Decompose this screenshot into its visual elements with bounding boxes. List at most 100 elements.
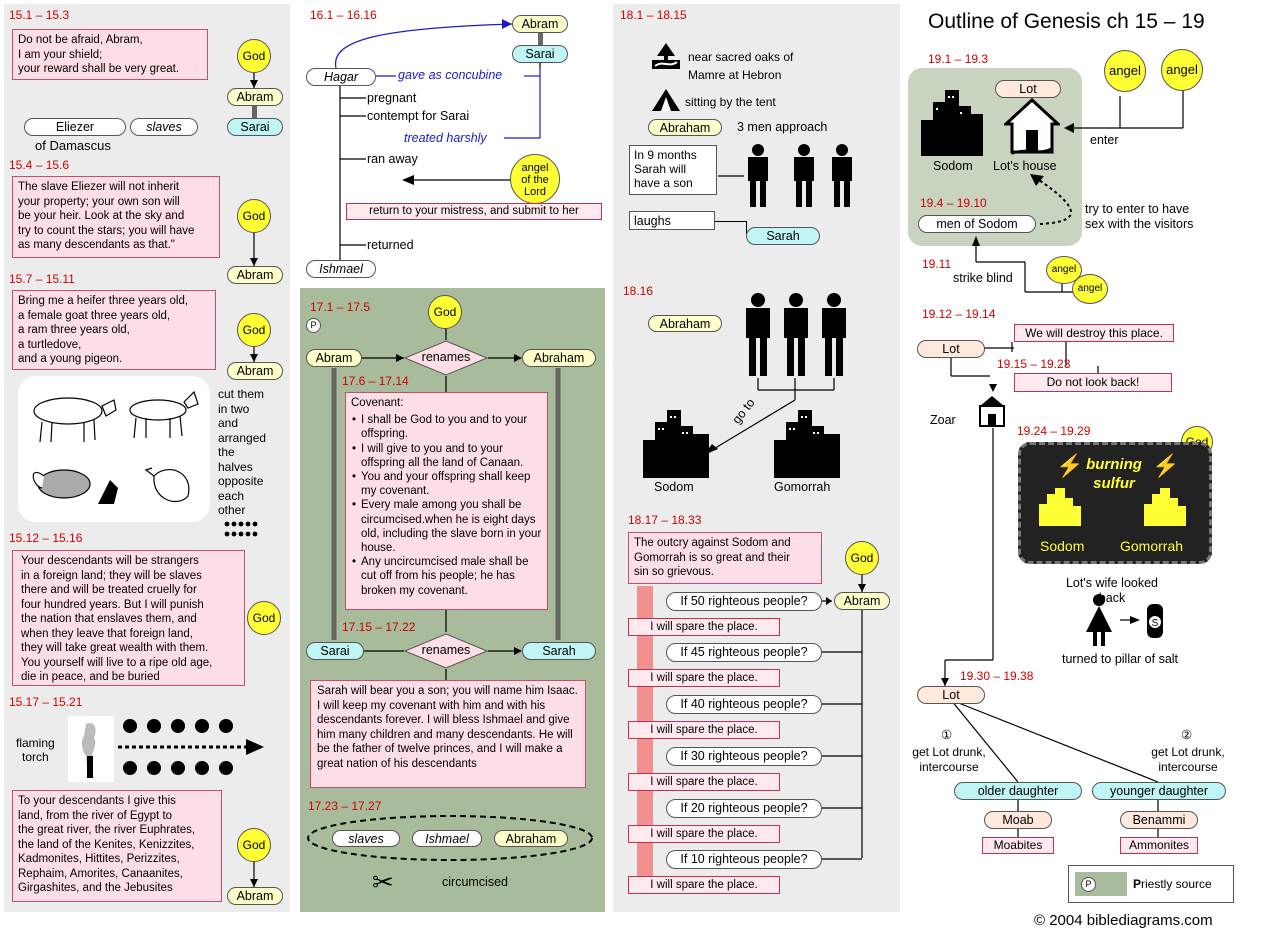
abram-label: Abram <box>227 266 283 284</box>
ref-19-11: 19.11 <box>922 257 952 271</box>
sodom-burning-icon <box>1038 488 1082 526</box>
scissors-icon: ✂ <box>372 867 394 897</box>
laughs-connector <box>715 221 747 222</box>
angel-of-the-lord-circle: angel of the Lord <box>510 154 560 204</box>
lots-house-text: Lot's house <box>993 159 1057 173</box>
sarah-label: Sarah <box>522 642 596 660</box>
enter-text: enter <box>1090 133 1119 147</box>
pregnant-text: pregnant <box>367 91 417 105</box>
god-circle: God <box>845 541 879 575</box>
spare-answer: I will spare the place. <box>628 773 780 791</box>
lot-label: Lot <box>917 340 985 358</box>
younger-daughter-label: younger daughter <box>1092 782 1226 800</box>
ishmael-label: Ishmael <box>306 260 376 278</box>
harshly-text: treated harshly <box>404 131 487 145</box>
gomorrah-burning-icon <box>1143 488 1187 526</box>
zoar-town-icon <box>976 394 1008 428</box>
flaming-torch-label: flaming torch <box>16 736 55 764</box>
ref-17-15: 17.15 – 17.22 <box>342 620 416 634</box>
lot-label: Lot <box>995 80 1061 98</box>
men-of-sodom-label: men of Sodom <box>918 215 1036 233</box>
salt-shaker-icon: S <box>1144 600 1166 640</box>
nine-months-box: In 9 months Sarah will have a son <box>629 145 717 195</box>
slaves-label: slaves <box>130 118 198 136</box>
sarai-label: Sarai <box>512 45 568 63</box>
question-50: If 50 righteous people? <box>666 592 822 611</box>
copyright-text: © 2004 biblediagrams.com <box>1034 912 1213 929</box>
question-45: If 45 righteous people? <box>666 643 822 662</box>
ref-19-30: 19.30 – 19.38 <box>960 669 1034 683</box>
god-speech-animals: Bring me a heifer three years old, a fem… <box>12 290 216 370</box>
god-speech-slavery: Your descendants will be strangers in a … <box>12 550 245 686</box>
sodom-city-icon <box>919 90 985 156</box>
three-men-icon <box>744 292 852 378</box>
abraham-label: Abraham <box>648 315 722 332</box>
gomorrah-city-icon <box>772 410 842 478</box>
ref-19-1: 19.1 – 19.3 <box>928 52 989 66</box>
spare-answer: I will spare the place. <box>628 825 780 843</box>
pillar-of-salt-text: turned to pillar of salt <box>1062 652 1179 666</box>
renames-diamond: renames <box>404 340 488 376</box>
god-speech-heir: The slave Eliezer will not inherit your … <box>12 176 220 258</box>
isaac-promise-box: Sarah will bear you a son; you will name… <box>310 680 586 788</box>
sarai-label: Sarai <box>227 118 283 136</box>
god-circle: God <box>247 601 281 635</box>
connector-bar <box>538 33 543 45</box>
spare-answer: I will spare the place. <box>628 721 780 739</box>
zoar-text: Zoar <box>930 413 956 427</box>
older-daughter-label: older daughter <box>954 782 1082 800</box>
abram-label: Abram <box>227 362 283 380</box>
woman-icon <box>1084 594 1114 648</box>
ref-18-17: 18.17 – 18.33 <box>628 513 702 527</box>
house-icon <box>1004 98 1060 156</box>
cut-them-text: cut them in two and arranged the halves … <box>218 387 267 517</box>
ref-16-1: 16.1 – 16.16 <box>310 8 377 22</box>
laughs-box: laughs <box>629 211 715 230</box>
tent-icon <box>651 88 681 112</box>
moab-label: Moab <box>984 811 1052 829</box>
god-circle: God <box>237 39 271 73</box>
angel-circle: angel <box>1072 274 1108 304</box>
hagar-label: Hagar <box>306 68 376 86</box>
covenant-box: Covenant: I shall be God to you and to y… <box>345 392 548 610</box>
contempt-text: contempt for Sarai <box>367 109 470 123</box>
god-circle: God <box>237 313 271 347</box>
sarai-label: Sarai <box>306 642 364 660</box>
ref-19-12: 19.12 – 19.14 <box>922 307 996 321</box>
number-two: ② <box>1181 728 1193 742</box>
abram-label: Abram <box>834 592 890 610</box>
halves-dots <box>224 520 264 540</box>
priestly-source-icon: P <box>1081 877 1096 892</box>
circumcised-text: circumcised <box>442 875 508 889</box>
ref-18-16: 18.16 <box>623 284 654 298</box>
god-speech-land: To your descendants I give this land, fr… <box>12 790 222 902</box>
eliezer-label: Eliezer <box>24 118 126 136</box>
spare-answer: I will spare the place. <box>628 669 780 687</box>
ref-17-23: 17.23 – 17.27 <box>308 799 382 813</box>
gomorrah-text: Gomorrah <box>774 480 831 494</box>
legend-label-bold: P <box>1133 877 1142 891</box>
outcry-box: The outcry against Sodom and Gomorrah is… <box>628 532 822 584</box>
tent-text: sitting by the tent <box>685 95 776 109</box>
number-one: ① <box>941 728 953 742</box>
ref-18-1: 18.1 – 18.15 <box>620 8 687 22</box>
sodom-text: Sodom <box>654 480 694 494</box>
ref-19-4: 19.4 – 19.10 <box>920 196 987 210</box>
sarah-label: Sarah <box>746 227 820 245</box>
spare-answer: I will spare the place. <box>628 876 780 894</box>
slaves-label: slaves <box>332 830 400 847</box>
animals-icon <box>32 390 199 504</box>
question-40: If 40 righteous people? <box>666 695 822 714</box>
sodom-city-icon <box>641 410 711 478</box>
ref-15-7: 15.7 – 15.11 <box>9 272 75 286</box>
abram-label: Abram <box>512 15 568 33</box>
look-back-box: Do not look back! <box>1014 373 1172 392</box>
returned-text: returned <box>367 238 414 252</box>
legend-box: P Priestly source <box>1068 865 1234 903</box>
ref-15-1: 15.1 – 15.3 <box>9 8 70 22</box>
abram-label: Abram <box>227 88 283 106</box>
lot-label: Lot <box>917 686 985 704</box>
torch-icon <box>68 716 114 782</box>
try-enter-text: try to enter to have sex with the visito… <box>1085 202 1194 231</box>
renames-diamond: renames <box>404 633 488 669</box>
